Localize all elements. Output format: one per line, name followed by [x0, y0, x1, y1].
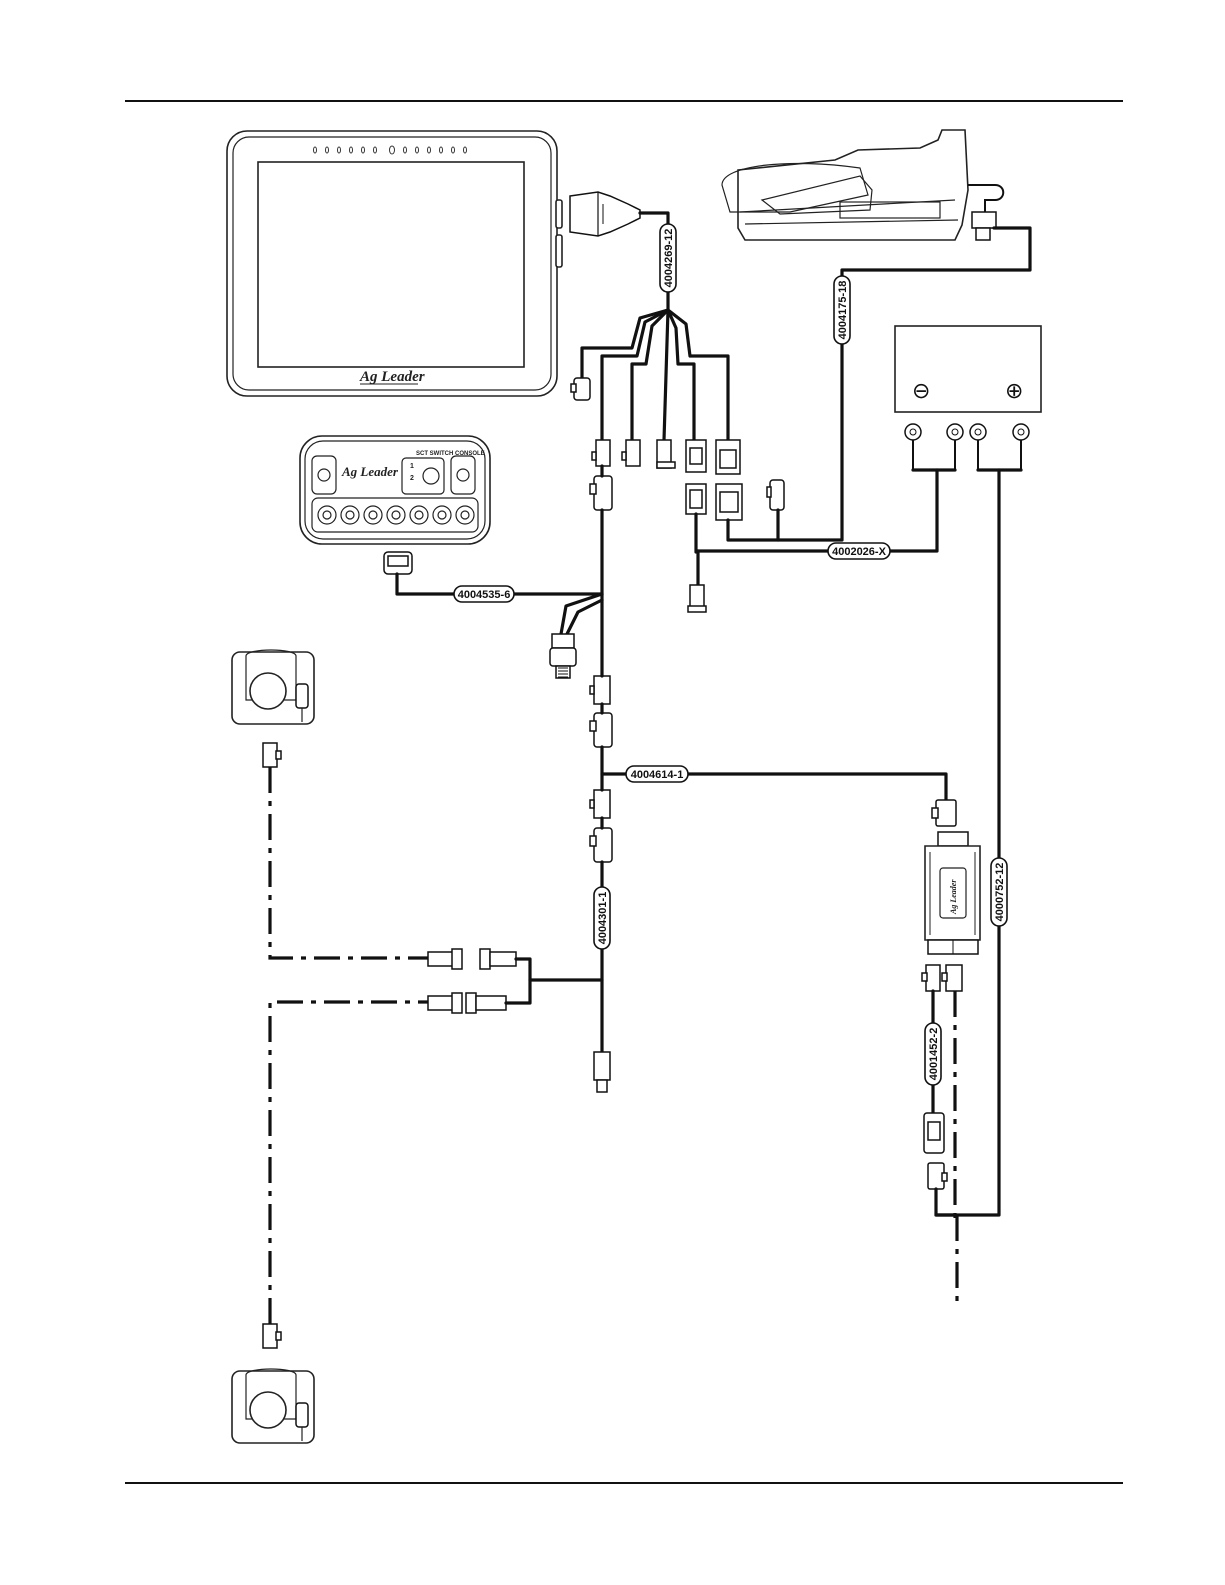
svg-text:1: 1 — [410, 463, 414, 470]
connector-left-plug — [571, 378, 590, 400]
sensor-pigtail-connectors — [428, 949, 516, 1013]
sensor-bottom-plug — [263, 1324, 281, 1348]
cable-label-4004269-12: 4004269-12 — [660, 224, 676, 292]
sensor-bottom — [232, 1369, 314, 1443]
sensor-top-plug — [263, 743, 281, 767]
switch-console-brand: Ag Leader — [341, 464, 399, 479]
battery: ⊖ ⊕ — [895, 326, 1041, 412]
svg-text:4001452-2: 4001452-2 — [928, 1028, 940, 1081]
display-brand-logo: Ag Leader — [359, 369, 425, 385]
svg-text:4004301-1: 4004301-1 — [597, 892, 609, 945]
harness-fanout — [582, 310, 728, 440]
ring-terminals — [905, 424, 1029, 470]
switch-console-plug — [384, 552, 412, 574]
cable-label-4001452-2: 4001452-2 — [925, 1023, 941, 1085]
control-module: Ag Leader — [925, 832, 980, 954]
cable-label-4004614-1: 4004614-1 — [626, 766, 688, 782]
switch-console-title: SCT SWITCH CONSOLE — [416, 451, 485, 457]
cable-label-4004301-1: 4004301-1 — [594, 887, 610, 949]
power-connectors — [686, 480, 784, 520]
battery-positive-terminal: ⊕ — [1005, 378, 1023, 403]
small-plug-bottom — [688, 585, 706, 612]
display-monitor: Ag Leader — [227, 131, 562, 396]
machine-seat-illustration — [722, 130, 1003, 240]
connector-group — [592, 440, 740, 474]
cable-label-4004175-18: 4004175-18 — [834, 276, 850, 344]
terminator-plug — [594, 1052, 610, 1092]
battery-negative-terminal: ⊖ — [912, 378, 930, 403]
module-input-plug — [932, 800, 956, 826]
svg-text:4002026-X: 4002026-X — [832, 546, 886, 558]
fuse-holder — [924, 1113, 947, 1189]
cable-label-4004535-6: 4004535-6 — [454, 586, 514, 602]
svg-text:4000752-12: 4000752-12 — [994, 863, 1006, 922]
cable-label-4002026-X: 4002026-X — [828, 543, 890, 559]
svg-text:4004614-1: 4004614-1 — [631, 769, 684, 781]
module-output-plugs — [922, 965, 962, 991]
svg-text:4004535-6: 4004535-6 — [458, 589, 511, 601]
svg-text:4004269-12: 4004269-12 — [663, 229, 675, 288]
round-connector — [550, 634, 576, 678]
svg-text:4004175-18: 4004175-18 — [837, 281, 849, 340]
sensor-top — [232, 650, 314, 724]
display-plug — [570, 192, 640, 236]
switch-console: SCT SWITCH CONSOLE Ag Leader 1 2 — [300, 436, 490, 544]
svg-text:2: 2 — [410, 475, 414, 482]
cable-label-4000752-12: 4000752-12 — [991, 858, 1007, 926]
module-brand: Ag Leader — [949, 879, 958, 915]
